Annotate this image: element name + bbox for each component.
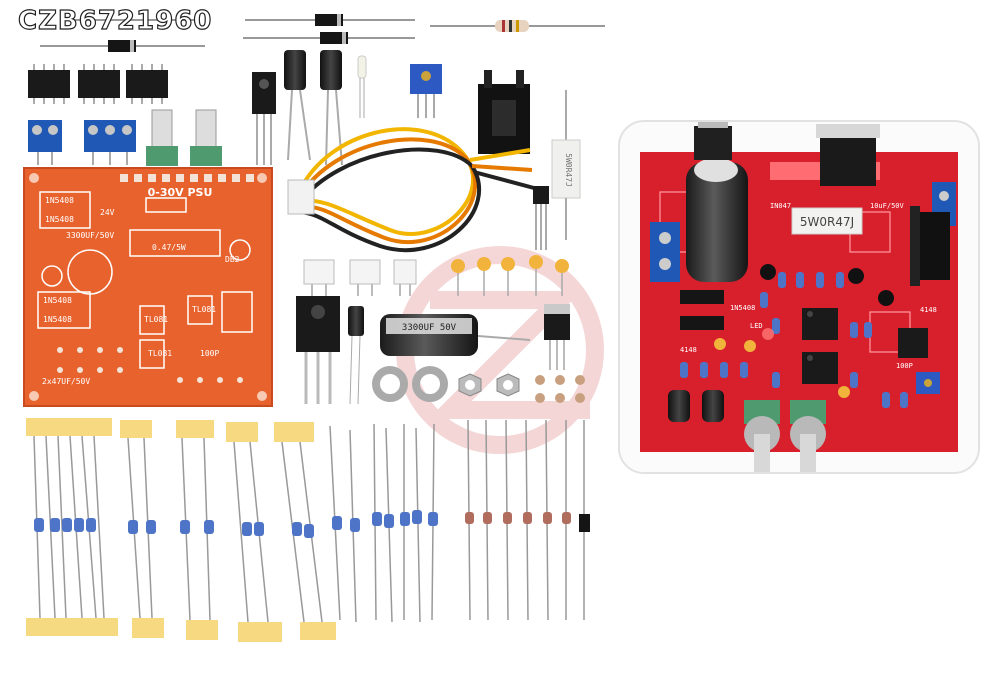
pcb-label-10: TL081 bbox=[192, 305, 216, 314]
connector-headers bbox=[303, 259, 417, 296]
potentiometer-icon bbox=[146, 109, 222, 166]
pcb-board: 0-30V PSU 1N5408 1N5408 1N5408 1N5408 33… bbox=[23, 167, 273, 407]
wire-harness-icon bbox=[287, 127, 535, 253]
pcb-label-9: TL081 bbox=[144, 315, 168, 324]
pcb-label-5: 3300UF/50V bbox=[66, 231, 114, 240]
capacitor-icon bbox=[284, 50, 367, 166]
large-capacitor: 3300UF 50V bbox=[380, 314, 531, 356]
top-diodes bbox=[40, 14, 415, 52]
terminal-block-icon bbox=[28, 120, 136, 165]
power-resistor: 5W0R47J bbox=[551, 90, 581, 240]
power-resistor-label: 5W0R47J bbox=[564, 153, 573, 187]
assembled-label-7: LED bbox=[750, 322, 763, 330]
assembled-label-3: 4148 bbox=[920, 306, 937, 314]
diode-icon bbox=[465, 419, 590, 621]
power-transistor bbox=[296, 296, 364, 405]
resistor-icon bbox=[430, 20, 605, 32]
to92-transistor bbox=[533, 186, 549, 250]
assembled-label-6: 1N5408 bbox=[730, 304, 755, 312]
assembled-label-1: IN047 bbox=[770, 202, 791, 210]
pcb-label-6: 0.47/5W bbox=[152, 243, 186, 252]
pcb-label-1: 1N5408 bbox=[45, 196, 74, 205]
voltage-regulator bbox=[544, 304, 570, 370]
heatsink-icon bbox=[478, 70, 530, 154]
large-capacitor-label: 3300UF 50V bbox=[402, 323, 457, 333]
hardware-washers bbox=[372, 366, 585, 403]
pcb-label-2: 1N5408 bbox=[45, 215, 74, 224]
pcb-label-3: 1N5408 bbox=[43, 296, 72, 305]
pcb-label-4: 1N5408 bbox=[43, 315, 72, 324]
ceramic-capacitors bbox=[451, 255, 569, 296]
pcb-label-13: DB2 bbox=[225, 255, 240, 264]
ic-chips bbox=[28, 64, 168, 104]
assembled-board-canvas: 5W0R47J IN047 10uF/50V 4148 bbox=[640, 122, 958, 472]
pcb-label-11: TL081 bbox=[148, 349, 172, 358]
resistor-strips bbox=[26, 418, 438, 642]
pcb-label-12: 100P bbox=[200, 349, 219, 358]
assembled-board-inset: 5W0R47J IN047 10uF/50V 4148 bbox=[618, 120, 980, 474]
pcb-title: 0-30V PSU bbox=[148, 186, 213, 199]
watermark-text: CZB6721960 bbox=[17, 5, 213, 36]
assembled-label-2: 10uF/50V bbox=[870, 202, 905, 210]
assembled-label-5: 100P bbox=[896, 362, 913, 370]
transistor-icon bbox=[252, 72, 276, 165]
assembled-resistor-label: 5W0R47J bbox=[800, 215, 854, 229]
pcb-label-8: 2x47UF/50V bbox=[42, 377, 90, 386]
assembled-label-4: 4148 bbox=[680, 346, 697, 354]
pcb-label-7: 24V bbox=[100, 208, 115, 217]
trimmer-pot bbox=[410, 64, 442, 118]
